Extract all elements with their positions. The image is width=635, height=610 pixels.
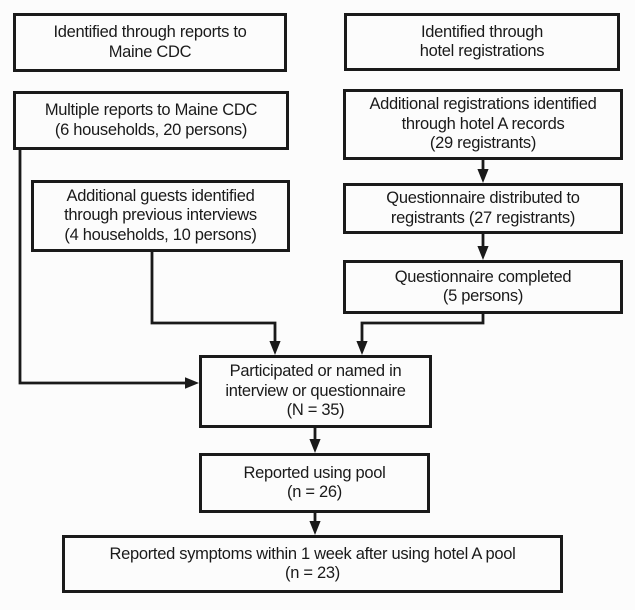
- box-line: (n = 26): [287, 483, 342, 501]
- box-line: through hotel A records: [401, 114, 565, 133]
- box-identified-reports-cdc: Identified through reports to Maine CDC: [13, 13, 287, 72]
- connector-questionnaire-completed-to-participated: [360, 314, 485, 342]
- box-line: Maine CDC: [108, 42, 192, 61]
- box-line: Questionnaire completed: [394, 267, 572, 286]
- box-line: through previous interviews: [64, 206, 257, 225]
- arrowhead-questionnaire-dist-to-completed: [477, 246, 489, 260]
- box-additional-guests: Additional guests identified through pre…: [31, 180, 290, 252]
- box-line: Identified through: [420, 22, 544, 41]
- box-line: Additional guests identified: [66, 186, 255, 205]
- box-line: Additional registrations identified: [369, 95, 597, 114]
- box-line: Identified through reports to: [53, 23, 247, 41]
- box-participated-or-named: Participated or named in interview or qu…: [199, 355, 432, 428]
- arrowhead-additional-reg-to-questionnaire-dist: [477, 169, 489, 183]
- box-line: Questionnaire distributed to: [386, 189, 580, 207]
- box-line: Reported using pool: [243, 463, 386, 482]
- box-identified-hotel-registrations: Identified through hotel registrations: [344, 13, 620, 71]
- box-line: registrants (27 registrants): [390, 208, 576, 227]
- connector-multiple-reports-to-participated: [18, 149, 186, 385]
- box-line: Reported symptoms within 1 week after us…: [109, 544, 516, 563]
- box-line: (6 households, 20 persons): [54, 120, 248, 139]
- box-multiple-reports: Multiple reports to Maine CDC (6 househo…: [13, 91, 289, 150]
- box-line: hotel registrations: [419, 42, 545, 60]
- arrowhead-multiple-reports-to-participated: [185, 377, 199, 389]
- box-line: (29 registrants): [429, 134, 537, 153]
- arrowhead-additional-guests-to-participated: [269, 341, 281, 355]
- box-reported-symptoms: Reported symptoms within 1 week after us…: [62, 535, 563, 593]
- box-line: (4 households, 10 persons): [64, 225, 257, 244]
- box-questionnaire-completed: Questionnaire completed (5 persons): [343, 260, 623, 314]
- box-line: (n = 23): [285, 564, 340, 582]
- connector-additional-guests-to-participated: [150, 252, 277, 342]
- box-line: Participated or named in: [229, 362, 402, 381]
- box-line: Multiple reports to Maine CDC: [44, 101, 258, 119]
- box-reported-using-pool: Reported using pool (n = 26): [199, 453, 430, 513]
- arrowhead-reported-pool-to-reported-symptoms: [309, 521, 321, 535]
- box-additional-registrations: Additional registrations identified thro…: [343, 89, 623, 160]
- box-line: (N = 35): [286, 401, 345, 420]
- box-questionnaire-distributed: Questionnaire distributed to registrants…: [343, 183, 623, 234]
- arrowhead-participated-to-reported-pool: [309, 439, 321, 453]
- arrowhead-questionnaire-completed-to-participated: [356, 341, 368, 355]
- box-line: interview or questionnaire: [225, 381, 406, 400]
- box-line: (5 persons): [442, 287, 524, 305]
